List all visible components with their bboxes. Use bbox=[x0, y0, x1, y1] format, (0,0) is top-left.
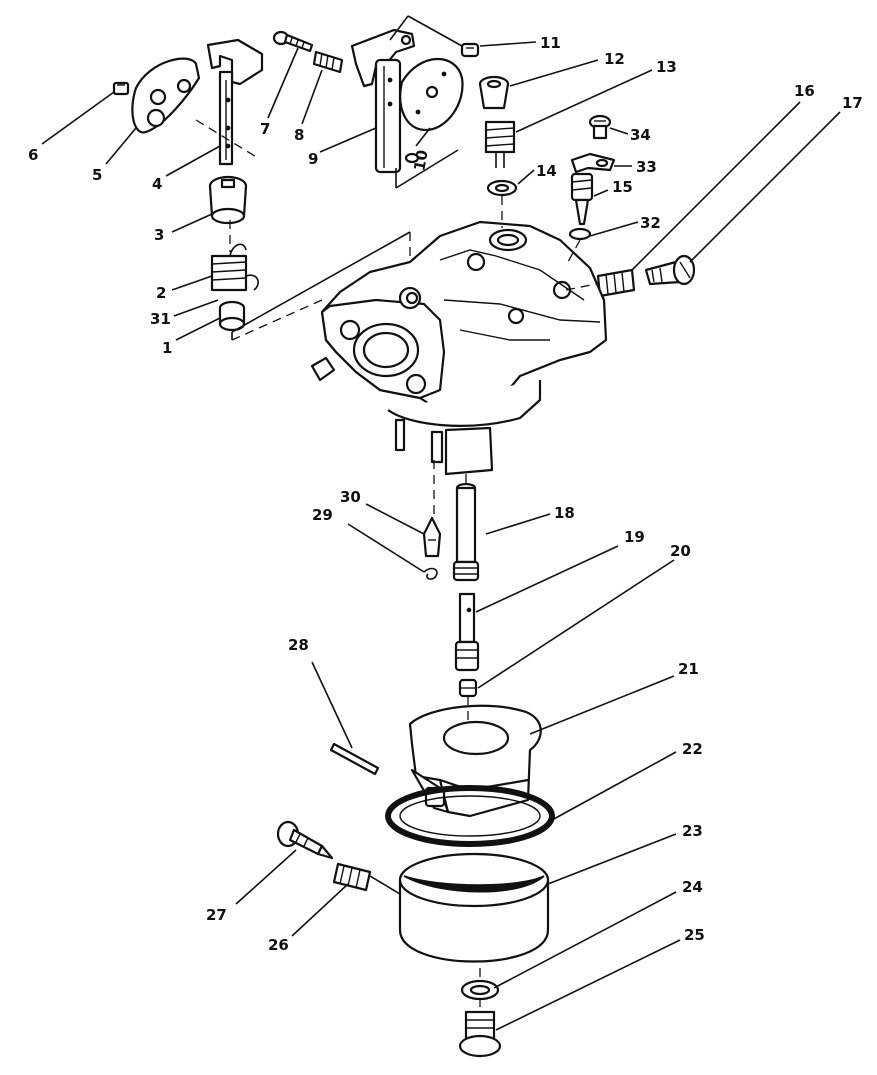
label-17: 17 bbox=[842, 94, 863, 112]
part-25-bowl-nut bbox=[458, 1010, 502, 1058]
label-4: 4 bbox=[152, 175, 162, 193]
label-31: 31 bbox=[150, 310, 171, 328]
part-7-screw bbox=[272, 30, 314, 53]
part-20-fitting bbox=[458, 678, 478, 698]
part-33-bracket bbox=[570, 152, 616, 174]
part-2-spring bbox=[210, 243, 259, 292]
label-20: 20 bbox=[670, 542, 691, 560]
part-4-choke-shaft bbox=[206, 38, 264, 166]
label-13: 13 bbox=[656, 58, 677, 76]
part-14-washer bbox=[486, 179, 518, 197]
label-32: 32 bbox=[640, 214, 661, 232]
label-14: 14 bbox=[536, 162, 557, 180]
part-5-choke-plate bbox=[131, 57, 201, 134]
label-29: 29 bbox=[312, 506, 333, 524]
part-29-clip bbox=[423, 567, 438, 580]
part-12-cap bbox=[478, 75, 510, 110]
part-22-gasket bbox=[385, 785, 555, 847]
label-15: 15 bbox=[612, 178, 633, 196]
label-28: 28 bbox=[288, 636, 309, 654]
part-32-o-ring bbox=[568, 227, 592, 241]
part-9-throttle-shaft bbox=[350, 28, 420, 174]
callout-labels: 1 2 3 4 5 6 7 8 9 10 11 12 13 14 15 16 1… bbox=[28, 34, 863, 954]
part-30-needle bbox=[422, 516, 442, 558]
alignment-lines bbox=[41, 41, 841, 1031]
part-6-screw bbox=[112, 81, 130, 96]
label-10: 10 bbox=[410, 149, 431, 173]
part-19-main-jet bbox=[454, 592, 480, 672]
carburetor-body bbox=[310, 220, 608, 476]
label-12: 12 bbox=[604, 50, 625, 68]
part-3-bushing bbox=[208, 175, 248, 225]
part-34-screw bbox=[588, 114, 612, 140]
part-1-seal bbox=[218, 300, 246, 332]
label-23: 23 bbox=[682, 822, 703, 840]
label-33: 33 bbox=[636, 158, 657, 176]
part-16-spring bbox=[596, 268, 636, 298]
label-18: 18 bbox=[554, 504, 575, 522]
label-19: 19 bbox=[624, 528, 645, 546]
part-26-spring bbox=[332, 862, 372, 892]
part-28-pin bbox=[329, 742, 380, 776]
label-7: 7 bbox=[260, 120, 270, 138]
label-21: 21 bbox=[678, 660, 699, 678]
part-8-spring bbox=[312, 50, 344, 74]
label-3: 3 bbox=[154, 226, 164, 244]
label-16: 16 bbox=[794, 82, 815, 100]
label-24: 24 bbox=[682, 878, 703, 896]
label-30: 30 bbox=[340, 488, 361, 506]
part-17-mixture-screw bbox=[644, 254, 696, 286]
part-15-jet bbox=[570, 172, 594, 226]
part-27-screw bbox=[276, 820, 334, 860]
part-13-spring bbox=[484, 120, 516, 168]
part-24-washer bbox=[460, 979, 500, 1001]
part-18-nozzle bbox=[452, 482, 480, 582]
part-23-float-bowl bbox=[398, 852, 550, 963]
part-11-screw bbox=[460, 42, 480, 58]
part-10-throttle-plate bbox=[389, 15, 464, 189]
label-2: 2 bbox=[156, 284, 166, 302]
label-25: 25 bbox=[684, 926, 705, 944]
label-26: 26 bbox=[268, 936, 289, 954]
label-34: 34 bbox=[630, 126, 651, 144]
label-8: 8 bbox=[294, 126, 304, 144]
label-27: 27 bbox=[206, 906, 227, 924]
label-6: 6 bbox=[28, 146, 38, 164]
label-9: 9 bbox=[308, 150, 318, 168]
label-5: 5 bbox=[92, 166, 102, 184]
label-11: 11 bbox=[540, 34, 561, 52]
label-1: 1 bbox=[162, 339, 172, 357]
label-22: 22 bbox=[682, 740, 703, 758]
